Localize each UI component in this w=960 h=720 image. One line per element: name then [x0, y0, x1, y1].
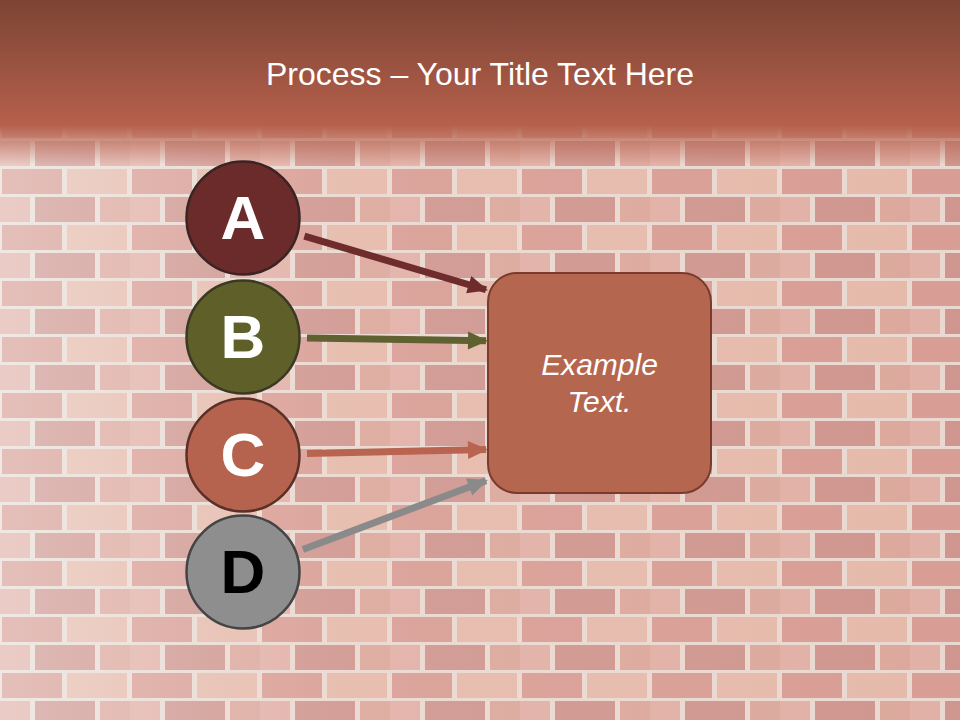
arrow-connector	[303, 481, 486, 550]
step-letter: D	[221, 533, 266, 611]
letter-circle: B	[185, 279, 301, 395]
letter-circle: D	[185, 514, 301, 630]
step-letter: C	[221, 416, 266, 494]
process-box: Example Text.	[487, 272, 712, 494]
box-text: Example Text.	[519, 346, 680, 421]
step-letter: B	[221, 298, 266, 376]
step-letter: A	[221, 179, 266, 257]
letter-circle: C	[185, 397, 301, 513]
header-fade	[0, 125, 960, 165]
slide-title: Process – Your Title Text Here	[0, 54, 960, 94]
letter-circle: A	[185, 160, 301, 276]
header-band	[0, 0, 960, 125]
arrow-connector	[304, 236, 486, 290]
arrow-connector	[307, 450, 486, 454]
arrow-connector	[307, 338, 486, 341]
